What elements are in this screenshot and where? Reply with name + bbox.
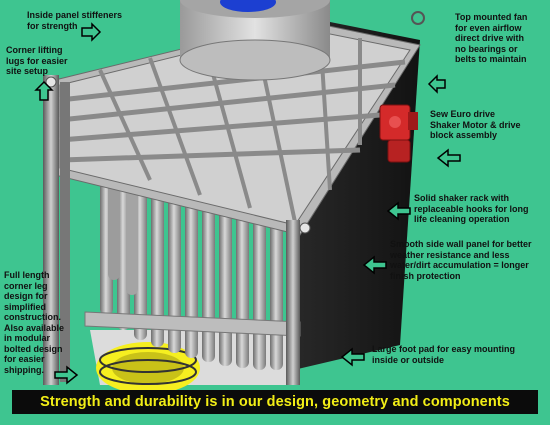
arrow-side-wall [362,255,387,275]
label-corner-leg: Full length corner leg design for simpli… [4,270,65,375]
arrow-corner-leg [54,365,79,385]
banner: Strength and durability is in our design… [12,390,538,414]
label-top-fan: Top mounted fan for even airflow direct … [455,12,528,64]
arrow-shaker-rack [386,201,411,221]
arrow-foot-pad [340,347,365,367]
shaker-rack [54,19,421,236]
label-lifting-lugs: Corner lifting lugs for easier site setu… [6,45,68,76]
arrow-lifting-lugs [34,80,54,101]
banner-text: Strength and durability is in our design… [40,394,510,410]
label-shaker-rack: Solid shaker rack with replaceable hooks… [414,193,529,224]
label-panel-stiffeners: Inside panel stiffeners for strength [27,10,123,31]
shaker-motor-drive [379,104,418,163]
arrow-drive [436,148,461,168]
top-fan-housing [179,0,331,81]
label-foot-pad: Large foot pad for easy mounting inside … [372,344,516,365]
arrow-fan [427,74,446,94]
arrow-stiffeners [81,22,102,42]
label-drive-assembly: Sew Euro drive Shaker Motor & drive bloc… [430,109,521,140]
label-side-wall: Smooth side wall panel for better weathe… [390,239,532,281]
corner-legs [43,11,425,385]
